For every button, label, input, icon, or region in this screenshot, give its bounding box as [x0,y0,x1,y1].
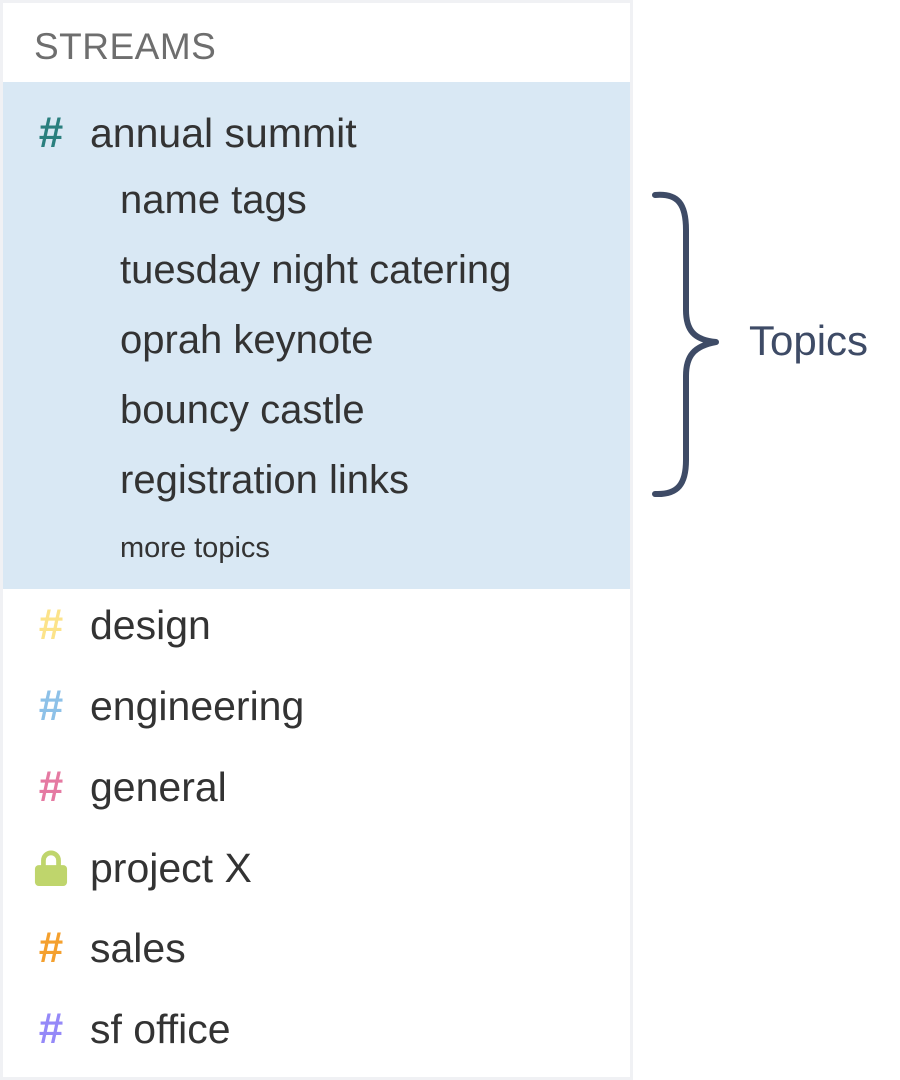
active-stream-block: # annual summit name tags tuesday night … [3,82,630,589]
topic-item-registration-links[interactable]: registration links [120,458,410,502]
stream-label: general [90,764,227,810]
topics-annotation-label: Topics [749,317,869,364]
hash-icon: # [38,923,64,972]
stream-label: sf office [90,1006,231,1052]
streams-header: STREAMS [34,26,217,67]
hash-icon: # [38,108,64,157]
stream-label: engineering [90,683,305,729]
topic-item-tuesday-night-catering[interactable]: tuesday night catering [120,248,512,292]
stream-item-design[interactable]: # design [3,595,630,655]
stream-item-sf-office[interactable]: # sf office [3,999,630,1059]
hash-icon: # [38,762,64,811]
sidebar-frame: STREAMS # annual summit name tags tuesda… [0,0,633,1080]
more-topics-link[interactable]: more topics [120,532,270,564]
curly-brace-icon [652,191,719,498]
stream-label: project X [90,845,252,891]
stream-item-annual-summit[interactable]: # annual summit [3,103,630,163]
stream-item-engineering[interactable]: # engineering [3,676,630,736]
topic-item-name-tags[interactable]: name tags [120,178,307,222]
topic-item-oprah-keynote[interactable]: oprah keynote [120,318,374,362]
hash-icon: # [38,681,64,730]
stream-label: annual summit [90,110,357,156]
stream-label: design [90,602,211,648]
stream-item-project-x[interactable]: project X [3,838,630,898]
stream-item-general[interactable]: # general [3,757,630,817]
hash-icon: # [38,1004,64,1053]
stream-item-sales[interactable]: # sales [3,918,630,978]
topic-item-bouncy-castle[interactable]: bouncy castle [120,388,365,432]
streams-sidebar: STREAMS # annual summit name tags tuesda… [3,3,630,1077]
lock-icon [34,846,68,890]
stream-label: sales [90,925,186,971]
hash-icon: # [38,600,64,649]
